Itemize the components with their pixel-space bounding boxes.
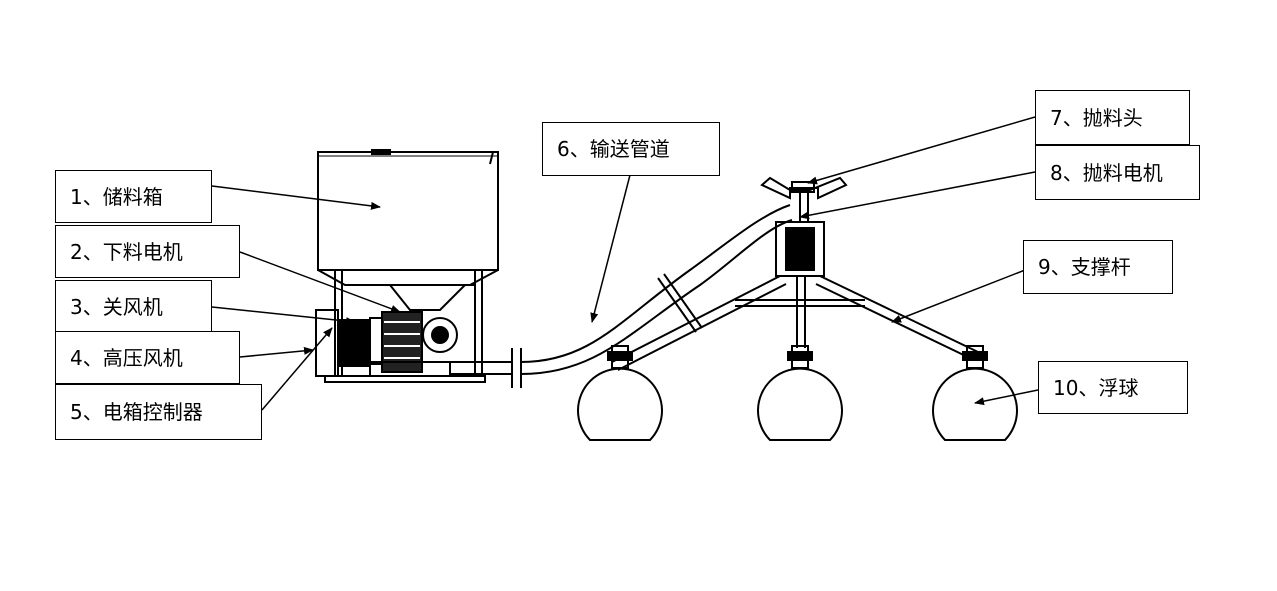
storage-tank-shape	[317, 149, 499, 375]
label-feed-motor: 2、下料电机	[55, 225, 240, 278]
blower-assembly-shape	[315, 309, 486, 383]
label-control-box: 5、电箱控制器	[55, 384, 262, 440]
label-air-lock: 3、关风机	[55, 280, 212, 333]
label-pipeline: 6、输送管道	[542, 122, 720, 176]
float-ball-shapes	[577, 345, 1018, 441]
leader-arrows	[211, 116, 1039, 411]
label-throw-head: 7、抛料头	[1035, 90, 1190, 145]
conveying-hose-shape	[520, 204, 793, 375]
support-frame-shape	[611, 275, 979, 371]
outlet-pipe-shape	[450, 348, 522, 388]
throw-head-shape	[760, 176, 848, 277]
label-float-ball: 10、浮球	[1038, 361, 1188, 414]
label-throw-motor: 8、抛料电机	[1035, 145, 1200, 200]
label-storage-tank: 1、储料箱	[55, 170, 212, 223]
label-blower: 4、高压风机	[55, 331, 240, 384]
label-support-rod: 9、支撑杆	[1023, 240, 1173, 294]
